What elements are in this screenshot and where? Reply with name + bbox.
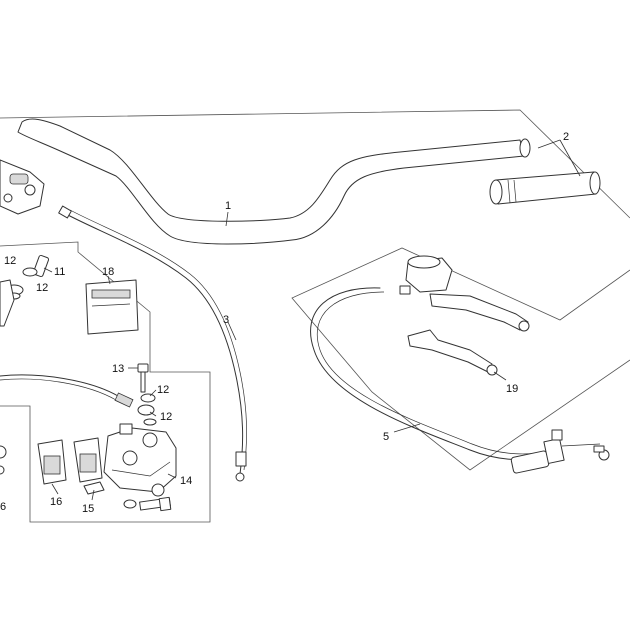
spare-lever — [407, 329, 498, 376]
brake-hose — [58, 205, 247, 482]
callout-12-c: 12 — [157, 384, 169, 396]
brake-caliper — [103, 423, 177, 497]
pad-pin — [83, 481, 105, 495]
brake-pads — [37, 437, 103, 485]
lower-brake-line — [0, 374, 134, 408]
clutch-actuator — [510, 429, 610, 474]
bolt-and-washers-left — [0, 254, 50, 327]
handlebar-grip — [489, 171, 601, 205]
leader-lines — [43, 139, 581, 501]
callout-15: 15 — [82, 503, 94, 515]
callout-14: 14 — [180, 475, 192, 487]
decal-sheet — [85, 279, 139, 335]
callout-1: 1 — [225, 200, 231, 212]
callout-2: 2 — [563, 131, 569, 143]
right-panel-border — [291, 247, 630, 471]
callout-12-a: 12 — [4, 255, 16, 267]
caliper-bolt — [137, 363, 149, 393]
callout-16: 16 — [50, 496, 62, 508]
caliper-mount-bolt — [123, 496, 172, 512]
callout-12-d: 12 — [160, 411, 172, 423]
callout-18: 18 — [102, 266, 114, 278]
caliper-washers — [137, 393, 157, 426]
throttle-housing — [0, 159, 45, 215]
lower-left-panel-border — [0, 241, 211, 523]
callout-13: 13 — [112, 363, 124, 375]
callout-11: 11 — [54, 266, 65, 278]
callout-5: 5 — [383, 431, 389, 443]
handlebar — [17, 118, 531, 245]
callout-16-edge: 6 — [0, 501, 6, 513]
callout-19: 19 — [506, 383, 518, 395]
callout-12-b: 12 — [36, 282, 48, 294]
callout-3: 3 — [223, 314, 229, 326]
clutch-cable — [310, 287, 561, 461]
master-cylinder-lever — [399, 255, 530, 332]
left-edge-fragment — [0, 445, 7, 475]
